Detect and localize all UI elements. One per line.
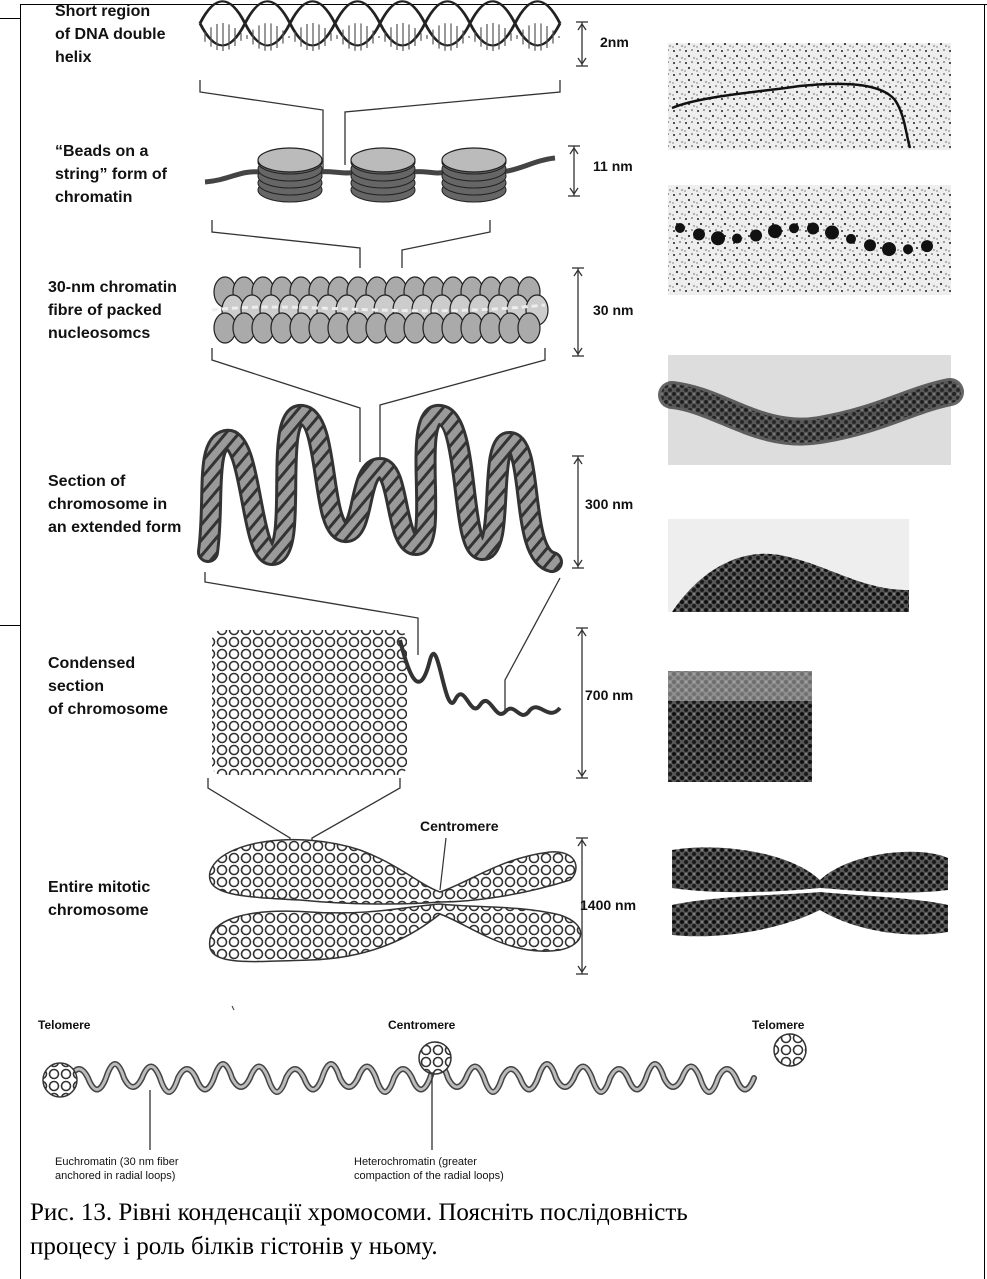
telomere-left-label: Telomere xyxy=(38,1018,90,1032)
nucleosome-bead xyxy=(351,148,415,202)
micrograph-beads xyxy=(668,185,951,295)
figure-caption: Рис. 13. Рівні конденсації хромосоми. По… xyxy=(30,1196,960,1264)
scale-label-300nm: 300 nm xyxy=(585,496,633,512)
centromere-label: Centromere xyxy=(420,818,499,834)
scale-label-30nm: 30 nm xyxy=(593,302,633,318)
scale-label-700nm: 700 nm xyxy=(585,687,633,703)
micrograph-mitotic xyxy=(664,842,954,942)
mitotic-chromosome xyxy=(210,838,581,962)
nucleosome-bead xyxy=(442,148,506,202)
centromere-knot xyxy=(419,1042,451,1074)
centromere-bottom-label: Centromere xyxy=(388,1018,455,1032)
scale-label-1400nm: 1400 nm xyxy=(580,897,636,913)
telomere-left-knot xyxy=(43,1063,77,1097)
micrograph-dna xyxy=(668,43,951,150)
dna-double-helix xyxy=(200,1,560,45)
telomere-right-label: Telomere xyxy=(752,1018,804,1032)
nucleosome-bead xyxy=(258,148,322,202)
connector-lines-2 xyxy=(212,220,490,268)
beads-on-string xyxy=(205,148,555,202)
scale-label-2nm: 2nm xyxy=(600,34,629,50)
micrographs xyxy=(664,43,954,942)
condensed-chromosome-section xyxy=(212,630,560,775)
caption-line-2: процесу і роль білків гістонів у ньому. xyxy=(30,1230,960,1264)
caption-line-1: Рис. 13. Рівні конденсації хромосоми. По… xyxy=(30,1196,960,1230)
telomere-right-knot xyxy=(774,1034,806,1066)
scale-label-11nm: 11 nm xyxy=(593,158,633,174)
chromatin-fibre-30nm xyxy=(212,277,548,343)
